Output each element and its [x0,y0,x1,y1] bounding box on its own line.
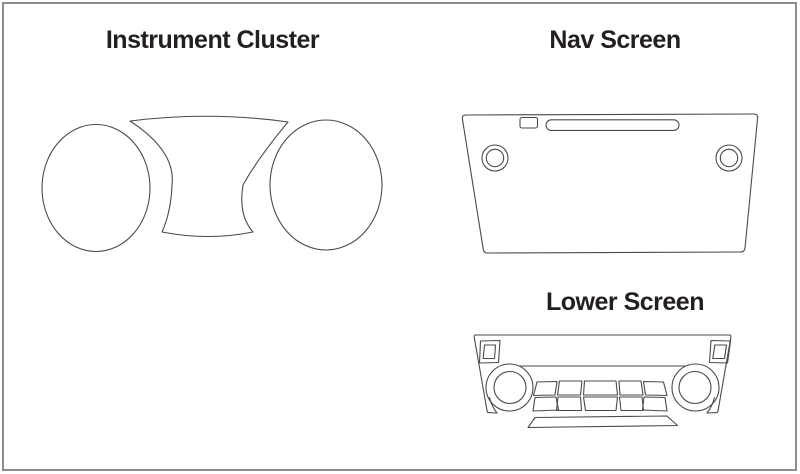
left-dial-surround [485,363,534,412]
right-knob-outer-ring [715,144,743,172]
left-corner-button-inner [482,344,497,360]
button-cutout [555,396,583,412]
right-gauge-outline [269,119,383,251]
button-cutout [532,380,558,397]
right-knob-inner-ring [719,148,739,168]
left-dial-knob [493,370,527,405]
button-cutout [532,396,560,412]
right-dial-surround [671,363,720,412]
lower-screen-outline [473,334,732,414]
center-screen-outline [129,115,289,238]
button-cutout [641,396,668,412]
button-cutout [556,380,583,396]
left-corner-button-outer [478,339,501,364]
nav-screen-title: Nav Screen [549,26,681,54]
nav-screen-outline [461,113,759,254]
nav-screen-diagram [461,113,759,254]
left-foot-inner-edge [488,396,498,414]
button-cutout [582,380,619,396]
right-corner-button-inner [712,344,728,360]
right-foot-inner-edge [706,396,716,414]
sensor-cutout [519,116,539,129]
button-cutout [642,380,668,397]
instrument-cluster-title: Instrument Cluster [105,26,320,54]
right-dial-knob [678,370,712,405]
left-knob-inner-ring [485,148,505,168]
vent-slot-cutout [545,119,680,131]
lower-screen-diagram [473,334,732,429]
instrument-cluster-diagram [41,115,383,253]
lower-screen-title: Lower Screen [546,288,704,316]
button-cutout [582,396,619,412]
bottom-trim-strip [527,415,679,429]
left-gauge-outline [41,123,151,253]
button-grid [532,380,668,412]
right-corner-button-outer [708,339,732,364]
left-knob-outer-ring [481,144,509,172]
button-cutout [618,380,644,396]
button-cutout [618,396,645,412]
